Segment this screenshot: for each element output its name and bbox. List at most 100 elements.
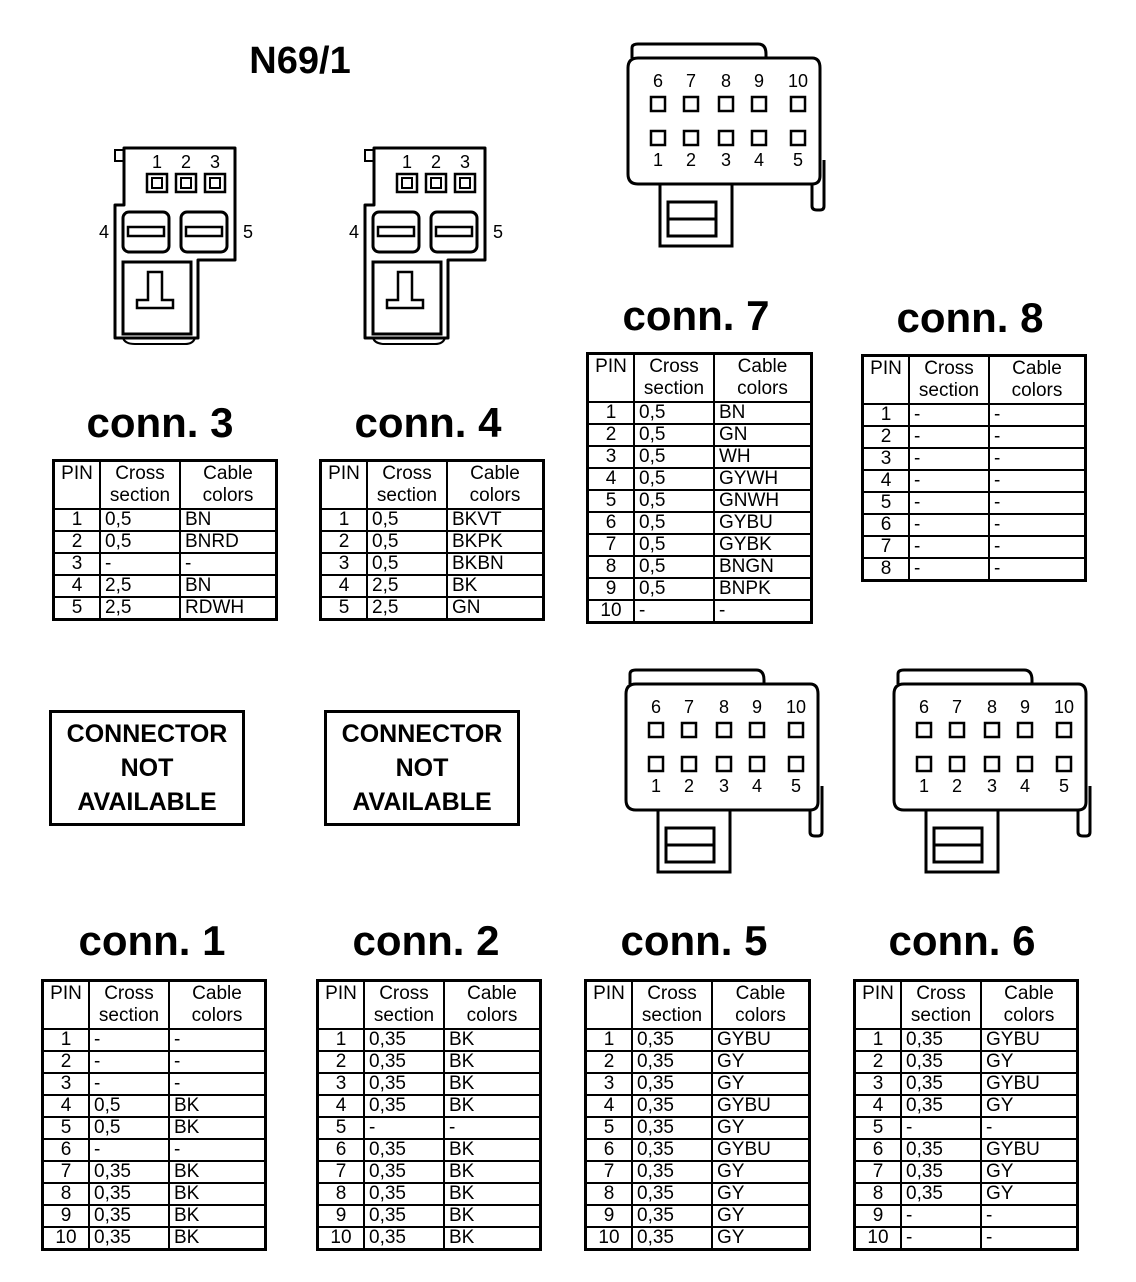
cell-cross-section: 2,5 bbox=[366, 596, 448, 621]
cell-cable-color: GYWH bbox=[713, 467, 813, 491]
cell-cross-section: 0,35 bbox=[631, 1072, 713, 1096]
pin-contact bbox=[459, 177, 471, 189]
cell-cross-section: 0,5 bbox=[366, 552, 448, 576]
blade-socket-right-slot bbox=[434, 225, 474, 238]
header-colors-line-1: Cable bbox=[467, 983, 517, 1004]
pin-socket-bottom bbox=[748, 755, 766, 773]
header-colors-line-1: Cable bbox=[1012, 358, 1062, 379]
cell-cable-color: BK bbox=[446, 574, 545, 598]
pin-contact bbox=[180, 177, 192, 189]
pin-socket bbox=[203, 172, 227, 194]
cell-pin: 8 bbox=[853, 1182, 902, 1206]
cell-cable-color: BKBN bbox=[446, 552, 545, 576]
pin-label-4: 4 bbox=[1020, 776, 1030, 796]
pin-label-4: 4 bbox=[752, 776, 762, 796]
header-cross-line-2: section bbox=[641, 1005, 703, 1026]
conn7-title: conn. 7 bbox=[622, 292, 770, 339]
pin-label-10: 10 bbox=[1054, 697, 1074, 717]
table-row: 3-- bbox=[861, 447, 1087, 471]
cell-pin: 2 bbox=[52, 530, 101, 554]
cell-pin: 2 bbox=[861, 425, 910, 449]
cell-pin: 8 bbox=[586, 555, 635, 579]
cell-cross-section: - bbox=[908, 403, 990, 427]
cell-cross-section: 0,35 bbox=[631, 1050, 713, 1074]
cell-cross-section: - bbox=[908, 447, 990, 471]
cell-cable-color: GY bbox=[711, 1072, 811, 1096]
housing-base bbox=[122, 337, 196, 345]
cell-cross-section: 0,35 bbox=[88, 1182, 170, 1206]
cell-cross-section: - bbox=[908, 557, 990, 582]
cell-cable-color: - bbox=[713, 599, 813, 624]
cell-cross-section: 0,35 bbox=[363, 1072, 445, 1096]
cell-cable-color: GYBU bbox=[711, 1028, 811, 1052]
blade-socket-right bbox=[179, 210, 229, 254]
cell-cross-section: 0,5 bbox=[99, 508, 181, 532]
cell-pin: 7 bbox=[586, 533, 635, 557]
cell-cross-section: 0,35 bbox=[363, 1226, 445, 1251]
table-row: 6-- bbox=[861, 513, 1087, 537]
housing-outline bbox=[892, 682, 1088, 812]
cell-cross-section: 0,35 bbox=[631, 1094, 713, 1118]
cell-pin: 1 bbox=[861, 403, 910, 427]
cell-pin: 4 bbox=[584, 1094, 633, 1118]
pin-label-1: 1 bbox=[651, 776, 661, 796]
cell-pin: 3 bbox=[586, 445, 635, 469]
cell-cross-section: - bbox=[908, 469, 990, 493]
table-row: 2-- bbox=[861, 425, 1087, 449]
cell-cable-color: - bbox=[443, 1116, 542, 1140]
header-colors-line-1: Cable bbox=[470, 463, 520, 484]
cell-cross-section: - bbox=[88, 1028, 170, 1052]
cell-pin: 5 bbox=[586, 489, 635, 513]
cell-pin: 9 bbox=[316, 1204, 365, 1228]
cell-cross-section: 0,35 bbox=[900, 1072, 982, 1096]
cell-pin: 6 bbox=[316, 1138, 365, 1162]
cell-cable-color: GYBU bbox=[711, 1138, 811, 1162]
header-cross-line-2: section bbox=[918, 380, 980, 401]
cell-cross-section: 0,5 bbox=[366, 508, 448, 532]
conn2-title: conn. 2 bbox=[352, 917, 500, 964]
pin-label-3: 3 bbox=[210, 152, 220, 172]
cell-cross-section: 0,35 bbox=[363, 1050, 445, 1074]
cell-pin: 4 bbox=[586, 467, 635, 491]
cell-cross-section: - bbox=[908, 425, 990, 449]
cell-cable-color: GY bbox=[980, 1160, 1079, 1184]
cell-cross-section: - bbox=[908, 491, 990, 515]
cell-cable-color: - bbox=[988, 447, 1087, 471]
cell-cable-color: GYBU bbox=[980, 1138, 1079, 1162]
cell-pin: 2 bbox=[41, 1050, 90, 1074]
cell-cross-section: - bbox=[88, 1050, 170, 1074]
table-row: 9-- bbox=[853, 1204, 1079, 1228]
cell-pin: 10 bbox=[41, 1226, 90, 1251]
pin-socket-top bbox=[915, 721, 933, 739]
cell-pin: 7 bbox=[316, 1160, 365, 1184]
pin-label-3: 3 bbox=[987, 776, 997, 796]
pin-socket-bottom bbox=[682, 129, 700, 147]
cell-pin: 6 bbox=[586, 511, 635, 535]
pin-label-2: 2 bbox=[684, 776, 694, 796]
cell-pin: 9 bbox=[41, 1204, 90, 1228]
housing-outline bbox=[626, 56, 822, 186]
cell-cross-section: 2,5 bbox=[366, 574, 448, 598]
latch-back bbox=[896, 668, 1034, 684]
pin-label-8: 8 bbox=[719, 697, 729, 717]
cell-cable-color: GY bbox=[711, 1050, 811, 1074]
cell-cable-color: RDWH bbox=[179, 596, 278, 621]
